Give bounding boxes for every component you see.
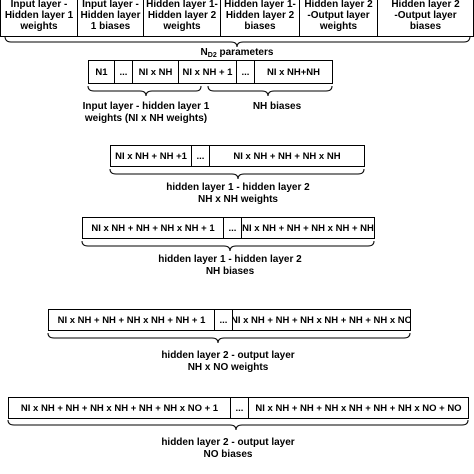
total-label-sub: D2: [207, 52, 217, 59]
s3-cell-ellipsis: ...: [223, 218, 241, 238]
section-2-box: NI x NH + NH +1 ... NI x NH + NH + NH x …: [110, 145, 365, 167]
top-cell-label: Input layer - Hidden layer 1 weights: [4, 0, 74, 32]
top-cell-label: Hidden layer 2 -Output layer biases: [391, 0, 460, 32]
s1-weights-caption: Input layer - hidden layer 1 weights (NI…: [82, 101, 210, 124]
s1-cell-ellipsis-1: ...: [114, 61, 132, 83]
top-cell-hidden1-hidden2-weights: Hidden layer 1- Hidden layer 2 weights: [144, 0, 221, 37]
top-cell-label: Hidden layer 1- Hidden layer 2 biases: [224, 0, 296, 32]
total-bracket: [4, 35, 471, 48]
s5-cell-ellipsis: ...: [230, 398, 248, 418]
total-label-main: N: [200, 47, 208, 58]
s1-cell-biases-end: NI x NH+NH: [254, 61, 332, 83]
s5-caption: hidden layer 2 - output layer NO biases: [161, 437, 295, 460]
s2-cell-start: NI x NH + NH +1: [115, 150, 187, 162]
section-4-box: NI x NH + NH + NH x NH + NH + 1 ... NI x…: [48, 309, 411, 331]
top-cell-label: Hidden layer 2 -Output layer weights: [304, 0, 373, 32]
s4-cell-ellipsis: ...: [214, 310, 232, 330]
top-cell-hidden2-output-weights: Hidden layer 2 -Output layer weights: [300, 0, 378, 37]
s5-cell-end: NI x NH + NH + NH x NH + NH + NH x NO + …: [248, 398, 468, 418]
s3-bracket: [81, 240, 375, 252]
s5-bracket: [7, 419, 469, 431]
section-5-box: NI x NH + NH + NH x NH + NH + NH x NO + …: [8, 397, 469, 419]
total-label-suffix: parameters: [216, 47, 274, 58]
s4-caption: hidden layer 2 - output layer NH x NO we…: [161, 350, 295, 373]
s1-cell-biases-start: NI x NH + 1: [178, 61, 236, 83]
s5-cell-start: NI x NH + NH + NH x NH + NH + NH x NO + …: [20, 402, 219, 414]
s3-cell-end: NI x NH + NH + NH x NH + NH: [241, 218, 374, 238]
s2-caption: hidden layer 1 - hidden layer 2 NH x NH …: [166, 182, 310, 205]
top-cell-input-hidden1-weights: Input layer - Hidden layer 1 weights: [0, 0, 78, 37]
section-1-box: N1 ... NI x NH NI x NH + 1 ... NI x NH+N…: [88, 60, 333, 84]
s1-weights-bracket: [87, 85, 202, 97]
total-parameters-label: ND2 parameters: [140, 47, 334, 62]
s1-cell-first: N1: [95, 66, 108, 78]
top-cell-hidden1-hidden2-biases: Hidden layer 1- Hidden layer 2 biases: [221, 0, 300, 37]
s2-cell-ellipsis: ...: [191, 146, 209, 166]
s4-cell-start: NI x NH + NH + NH x NH + NH + 1: [57, 314, 206, 326]
section-3-box: NI x NH + NH + NH x NH + 1 ... NI x NH +…: [82, 217, 375, 239]
s4-bracket: [47, 332, 411, 344]
s2-cell-end: NI x NH + NH + NH x NH: [209, 146, 364, 166]
s3-cell-start: NI x NH + NH + NH x NH + 1: [91, 222, 215, 234]
s1-biases-caption: NH biases: [252, 101, 302, 112]
s1-cell-weights-end: NI x NH: [132, 61, 178, 83]
s3-caption: hidden layer 1 - hidden layer 2 NH biase…: [158, 254, 302, 277]
top-cell-label: Hidden layer 1- Hidden layer 2 weights: [146, 0, 218, 32]
s4-cell-end: NI x NH + NH + NH x NH + NH + NH x NO: [232, 310, 410, 330]
s2-bracket: [109, 168, 365, 180]
s1-cell-ellipsis-2: ...: [236, 61, 254, 83]
top-cell-input-hidden1-biases: Input layer - Hidden layer 1 biases: [78, 0, 144, 37]
s1-biases-bracket: [207, 85, 333, 97]
top-cell-label: Input layer - Hidden layer 1 biases: [80, 0, 141, 32]
